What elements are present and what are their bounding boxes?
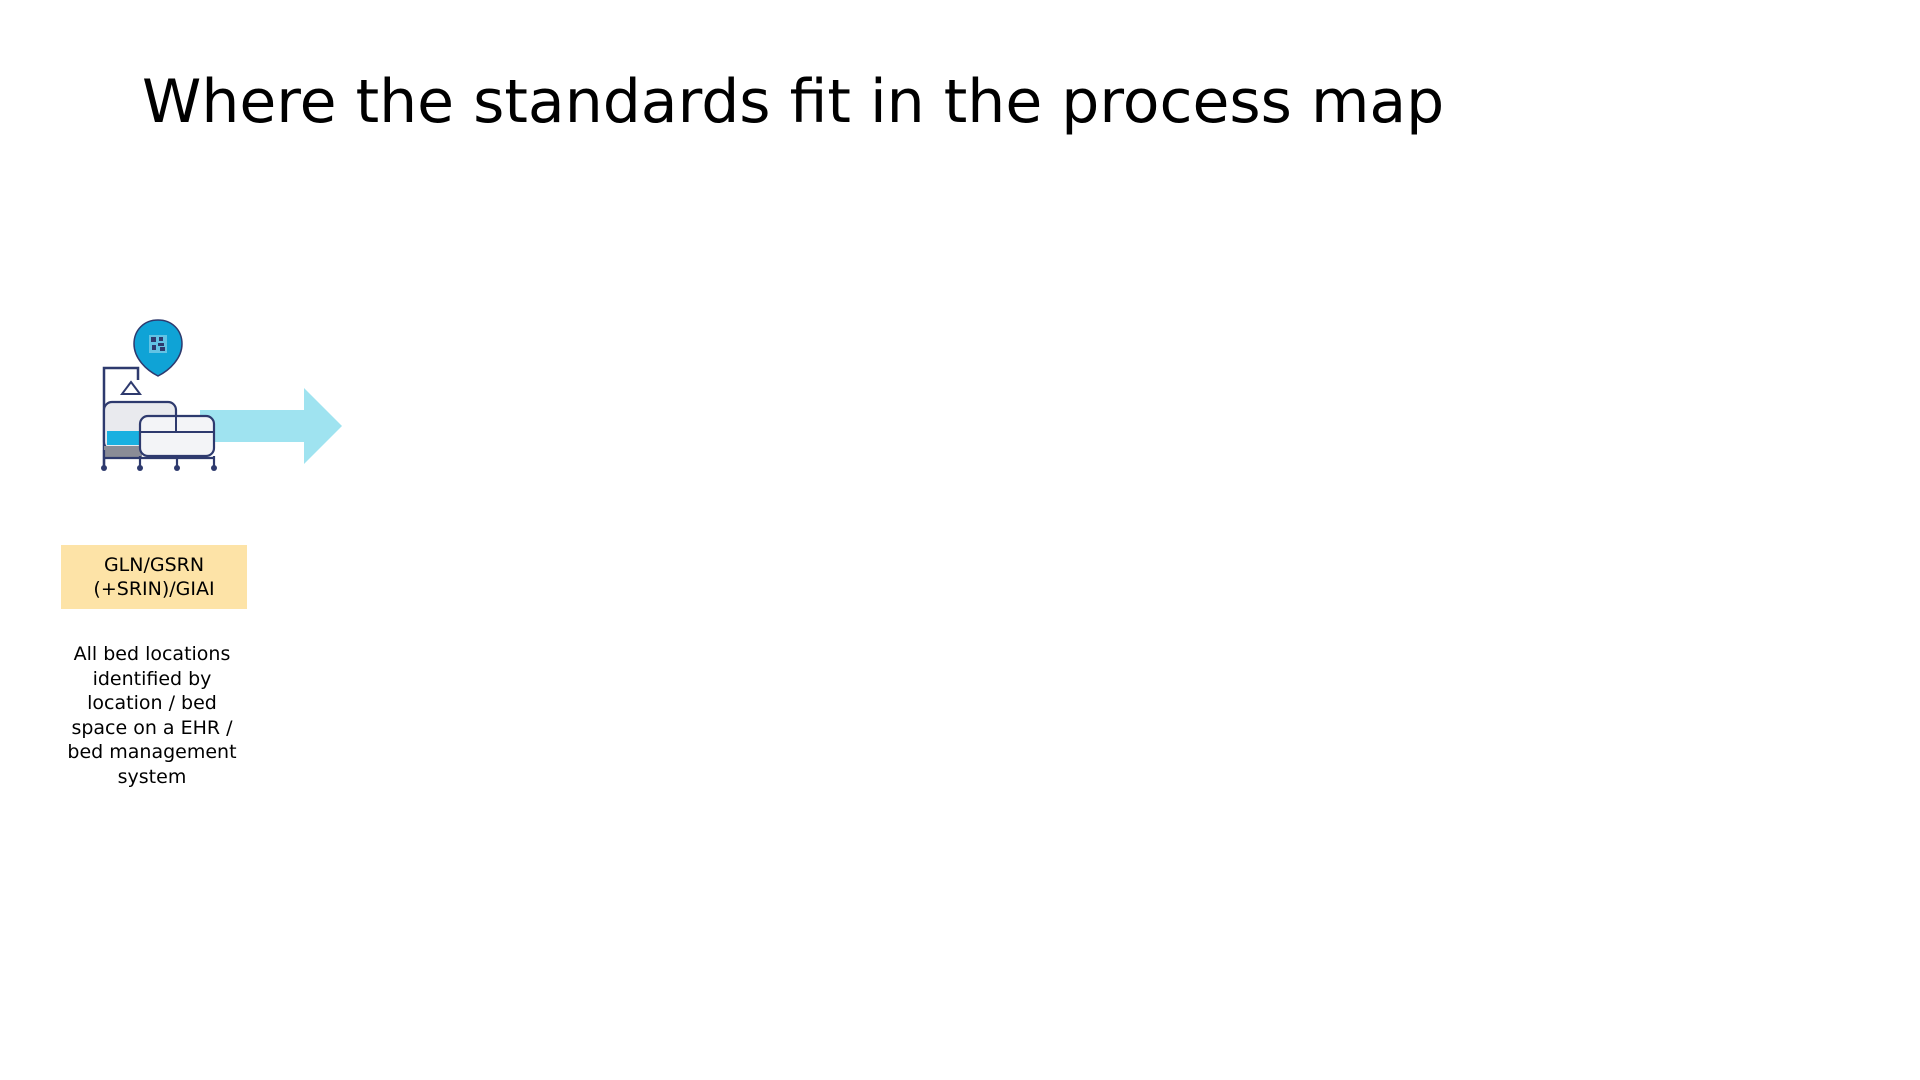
standard-badge: GLN/GSRN (+SRIN)/GIAI xyxy=(61,545,247,609)
description-line-6: system xyxy=(117,765,187,788)
process-arrow-icon xyxy=(200,388,342,464)
description-line-4: space on a EHR / xyxy=(71,716,233,739)
standard-label-line-2: (+SRIN)/GIAI xyxy=(93,578,215,600)
description-line-2: identified by xyxy=(92,667,212,690)
description-line-5: bed management xyxy=(67,741,237,763)
description-line-3: location / bed xyxy=(87,692,217,714)
description-line-1: All bed locations xyxy=(73,643,231,665)
hospital-bed-location-pin-icon xyxy=(101,319,217,471)
page-title: Where the standards fit in the process m… xyxy=(142,67,1445,137)
standard-label-line-1: GLN/GSRN xyxy=(103,554,205,576)
step-description: All bed locations identified by location… xyxy=(52,642,252,789)
